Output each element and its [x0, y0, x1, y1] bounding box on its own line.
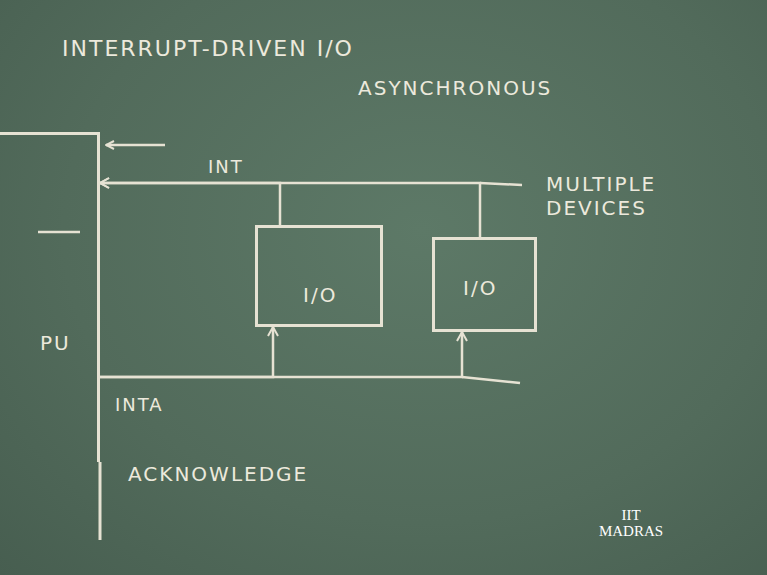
signal-name: INT — [205, 156, 247, 177]
signal-line — [100, 332, 462, 377]
note: MULTIPLE DEVICES — [546, 172, 736, 220]
cpu-underline — [38, 231, 80, 234]
box-text: I/O — [303, 283, 337, 307]
watermark: IIT MADRAS — [596, 508, 666, 540]
signal-line — [100, 183, 480, 237]
io-box: I/O — [255, 225, 383, 327]
int-line-end — [480, 183, 522, 185]
title: INTERRUPT-DRIVEN I/O — [62, 36, 354, 62]
signal-name: INTA — [112, 394, 167, 415]
interrupt-arrow — [106, 144, 165, 147]
signal-name: ACKNOWLEDGE — [128, 462, 388, 486]
cpu-box: PU — [0, 132, 100, 462]
note: ASYNCHRONOUS — [358, 76, 618, 100]
signal-line — [100, 183, 280, 225]
box-text: I/O — [463, 276, 497, 300]
inta-line-end — [462, 377, 520, 383]
cpu-edge — [99, 462, 102, 540]
signal-line — [100, 327, 273, 377]
box-text: PU — [40, 331, 71, 355]
io-box: I/O — [432, 237, 537, 332]
